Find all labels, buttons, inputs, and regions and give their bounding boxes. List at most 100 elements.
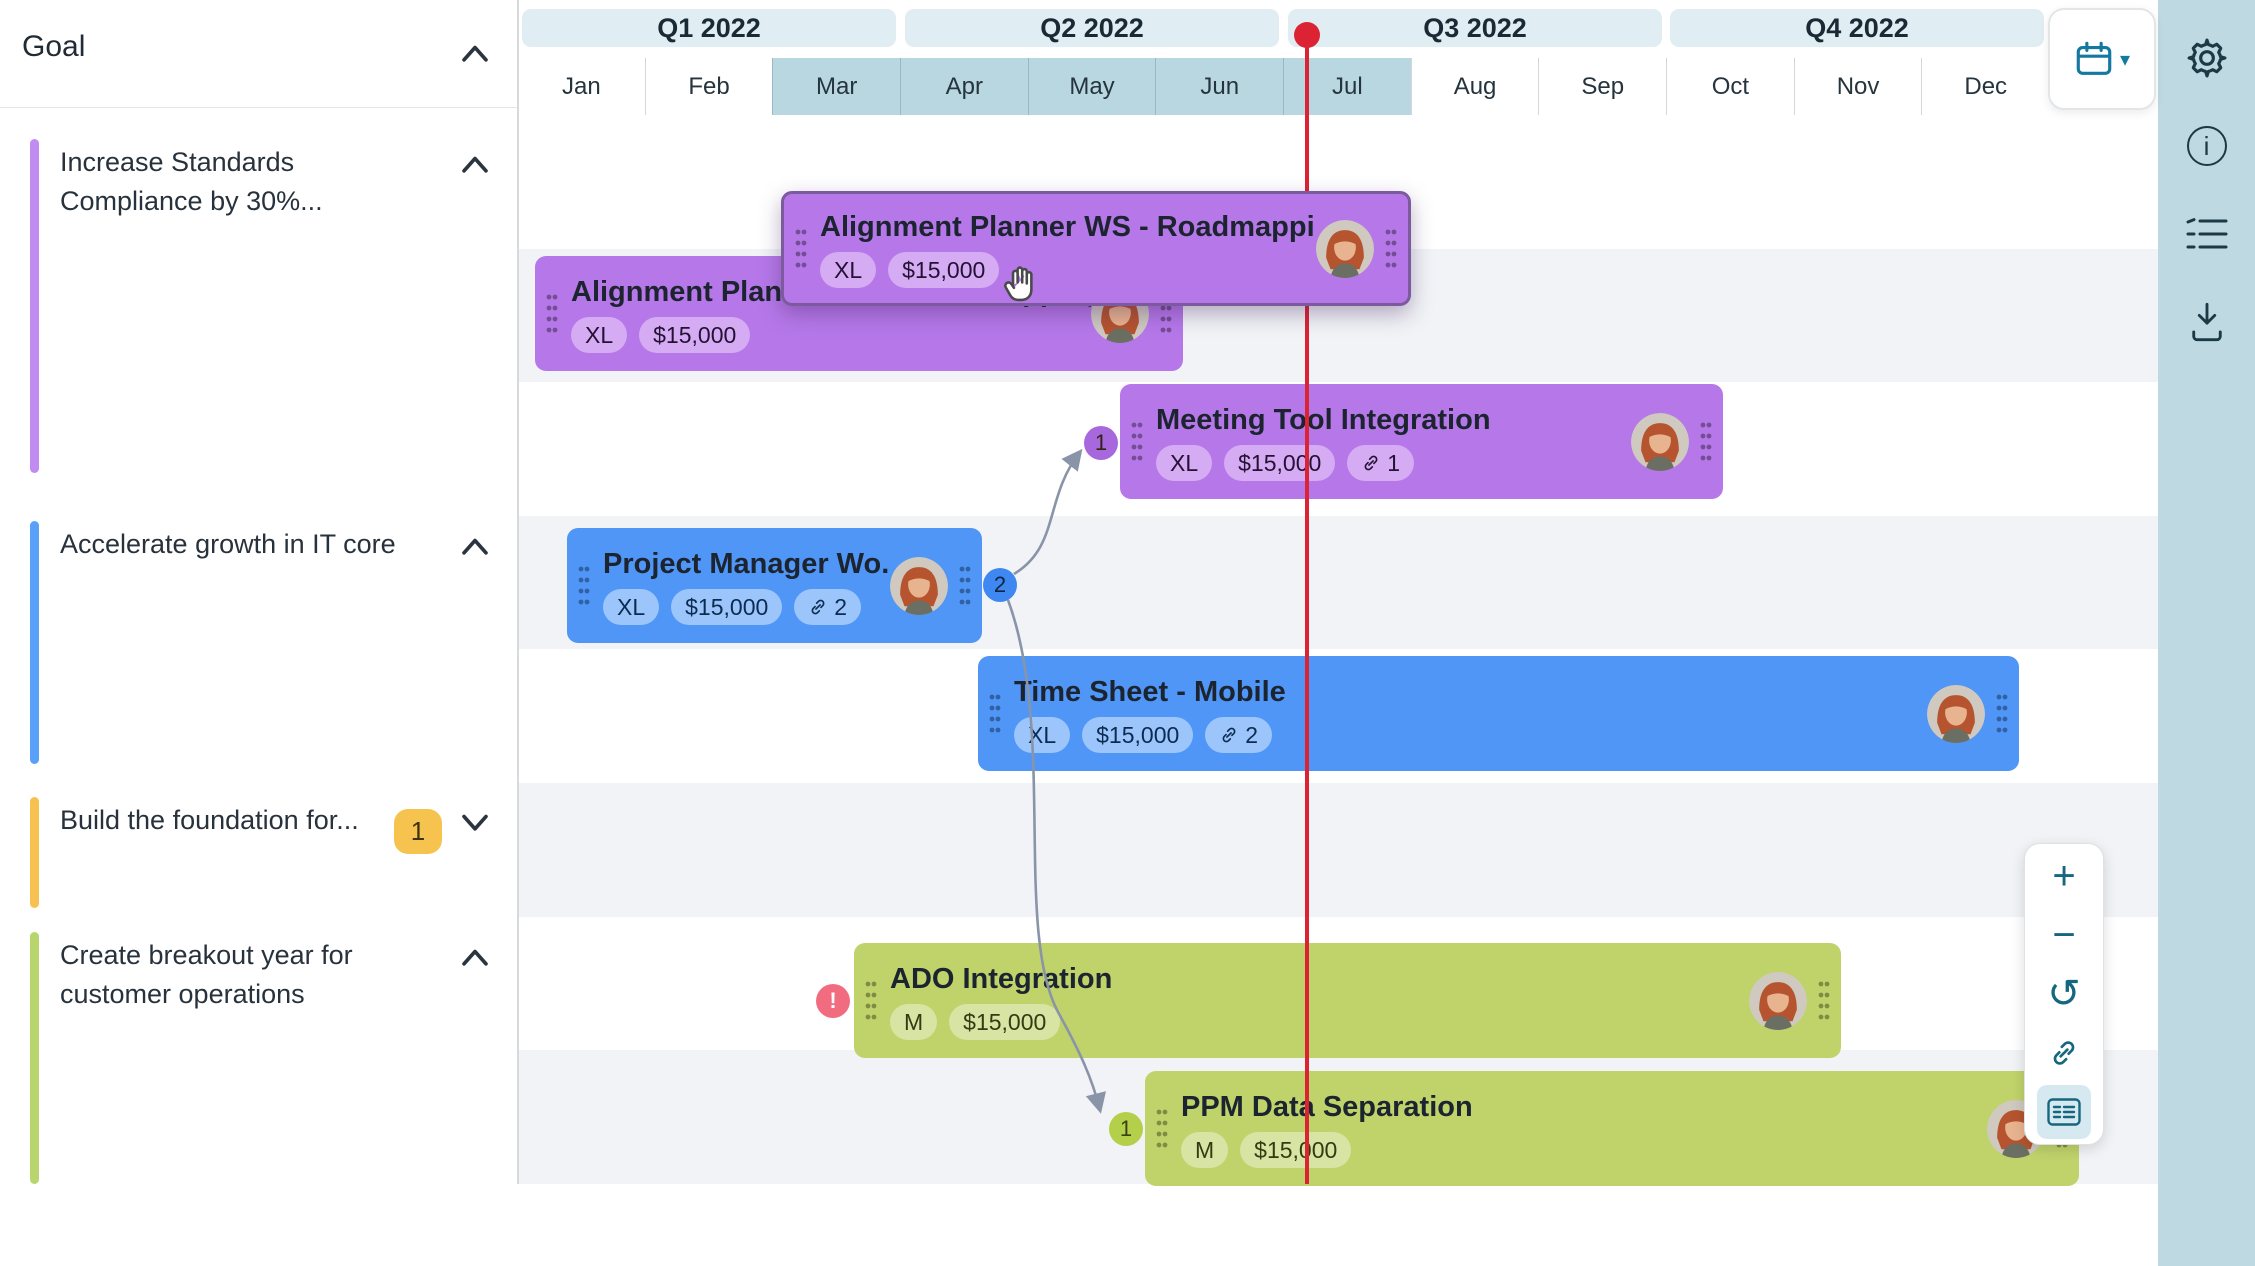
- goal-label: Increase Standards Compliance by 30%...: [60, 147, 323, 216]
- task-bar-project-manager[interactable]: Project Manager Wo. XL $15,000 2: [567, 528, 982, 643]
- dependency-marker[interactable]: 1: [1084, 426, 1118, 460]
- task-bar-content: Alignment Planner WS - Roadmapping XL $1…: [808, 209, 1316, 288]
- dependency-marker[interactable]: 1: [1109, 1112, 1143, 1146]
- cost-pill: $15,000: [1224, 445, 1336, 481]
- cost-pill: $15,000: [888, 252, 1000, 288]
- quarter-header-q2[interactable]: Q2 2022: [905, 9, 1279, 47]
- task-bar-alignment-planner-dragging[interactable]: Alignment Planner WS - Roadmapping XL $1…: [781, 191, 1411, 306]
- sidebar-divider: [517, 0, 519, 1184]
- cost-pill: $15,000: [949, 1004, 1061, 1040]
- drag-handle-icon[interactable]: [1995, 691, 2009, 737]
- size-pill: M: [1181, 1132, 1229, 1168]
- month-cell[interactable]: Jun: [1155, 58, 1284, 115]
- chevron-up-icon[interactable]: [458, 535, 492, 557]
- month-header-row: Jan Feb Mar Apr May Jun Jul Aug Sep Oct …: [518, 58, 2050, 115]
- size-pill: XL: [1014, 717, 1071, 753]
- cost-pill: $15,000: [1240, 1132, 1352, 1168]
- quarter-header-q1[interactable]: Q1 2022: [522, 9, 896, 47]
- size-pill: M: [890, 1004, 938, 1040]
- links-pill: 2: [1205, 717, 1273, 753]
- goal-color-bar: [30, 932, 39, 1184]
- legend-list-icon[interactable]: [2185, 212, 2229, 256]
- zoom-out-button[interactable]: −: [2052, 912, 2076, 957]
- right-icon-rail: i: [2158, 0, 2255, 1266]
- size-pill: XL: [1156, 445, 1213, 481]
- size-pill: XL: [820, 252, 877, 288]
- sidebar-title: Goal: [22, 30, 86, 63]
- goal-item-create-breakout-year[interactable]: Create breakout year for customer operat…: [0, 932, 518, 1184]
- cost-pill: $15,000: [1082, 717, 1194, 753]
- drag-handle-icon[interactable]: [1130, 419, 1144, 465]
- task-bar-ado-integration[interactable]: ADO Integration M $15,000: [854, 943, 1841, 1058]
- task-bar-content: PPM Data Separation M $15,000: [1169, 1089, 1987, 1168]
- grab-cursor-icon: [998, 262, 1042, 310]
- month-cell[interactable]: Feb: [644, 58, 773, 115]
- drag-handle-icon[interactable]: [1817, 978, 1831, 1024]
- alert-marker[interactable]: !: [816, 984, 850, 1018]
- drag-handle-icon[interactable]: [864, 978, 878, 1024]
- goal-item-increase-standards[interactable]: Increase Standards Compliance by 30%...: [0, 139, 518, 473]
- row-stripe: [518, 783, 2255, 917]
- month-cell[interactable]: Mar: [772, 58, 901, 115]
- month-cell[interactable]: Jan: [518, 58, 645, 115]
- dependency-marker[interactable]: 2: [983, 568, 1017, 602]
- task-title: Meeting Tool Integration: [1156, 404, 1491, 436]
- month-cell[interactable]: Oct: [1666, 58, 1794, 115]
- month-cell[interactable]: Apr: [900, 58, 1028, 115]
- drag-handle-icon[interactable]: [958, 563, 972, 609]
- task-title: PPM Data Separation: [1181, 1091, 1473, 1123]
- month-cell[interactable]: Sep: [1538, 58, 1667, 115]
- size-pill: XL: [571, 317, 628, 353]
- chevron-down-icon[interactable]: [458, 811, 492, 833]
- today-line: [1305, 24, 1309, 1184]
- goal-color-bar: [30, 139, 39, 473]
- month-cell[interactable]: Dec: [1921, 58, 2050, 115]
- assignee-avatar: [1927, 684, 1985, 743]
- goal-item-accelerate-growth[interactable]: Accelerate growth in IT core: [0, 521, 518, 764]
- goal-item-build-foundation[interactable]: Build the foundation for... 1: [0, 797, 518, 908]
- size-pill: XL: [603, 589, 660, 625]
- map-zoom-toolbar: + − ↺: [2024, 843, 2104, 1145]
- month-cell[interactable]: May: [1027, 58, 1156, 115]
- today-line-handle[interactable]: [1294, 22, 1320, 48]
- settings-gear-icon[interactable]: [2185, 36, 2229, 80]
- link-icon: [811, 599, 825, 615]
- links-pill: 1: [1347, 445, 1415, 481]
- zoom-in-button[interactable]: +: [2052, 853, 2076, 898]
- assignee-avatar: [890, 556, 948, 615]
- info-icon[interactable]: i: [2185, 124, 2229, 168]
- drag-handle-icon[interactable]: [545, 291, 559, 337]
- chevron-up-icon[interactable]: [458, 153, 492, 175]
- drag-handle-icon[interactable]: [1699, 419, 1713, 465]
- drag-handle-icon[interactable]: [577, 563, 591, 609]
- link-button[interactable]: [2037, 1026, 2091, 1080]
- chevron-up-icon[interactable]: [458, 946, 492, 968]
- goal-label: Create breakout year for customer operat…: [60, 940, 353, 1009]
- goal-color-bar: [30, 521, 39, 764]
- drag-handle-icon[interactable]: [794, 226, 808, 272]
- task-bar-content: Project Manager Wo. XL $15,000 2: [591, 546, 890, 625]
- item-details-button[interactable]: [2037, 1085, 2091, 1139]
- task-bar-ppm-data-separation[interactable]: PPM Data Separation M $15,000: [1145, 1071, 2079, 1186]
- timescale-calendar-button[interactable]: ▾: [2048, 8, 2156, 110]
- task-bar-content: Time Sheet - Mobile XL $15,000 2: [1002, 674, 1927, 753]
- goal-label: Accelerate growth in IT core: [60, 529, 396, 559]
- undo-button[interactable]: ↺: [2047, 972, 2081, 1016]
- drag-handle-icon[interactable]: [988, 691, 1002, 737]
- quarter-header-q4[interactable]: Q4 2022: [1670, 9, 2044, 47]
- task-title: Time Sheet - Mobile: [1014, 676, 1286, 708]
- drag-handle-icon[interactable]: [1155, 1106, 1169, 1152]
- task-bar-meeting-tool-integration[interactable]: Meeting Tool Integration XL $15,000 1: [1120, 384, 1723, 499]
- goal-label: Build the foundation for...: [60, 805, 359, 835]
- download-icon[interactable]: [2185, 300, 2229, 344]
- goal-sidebar-header: Goal: [0, 0, 518, 108]
- collapse-chevron-up-icon[interactable]: [458, 42, 492, 64]
- task-bar-content: ADO Integration M $15,000: [878, 961, 1749, 1040]
- drag-handle-icon[interactable]: [1384, 226, 1398, 272]
- month-cell[interactable]: Aug: [1410, 58, 1539, 115]
- task-bar-time-sheet-mobile[interactable]: Time Sheet - Mobile XL $15,000 2: [978, 656, 2019, 771]
- quarter-header-q3[interactable]: Q3 2022: [1288, 9, 1662, 47]
- month-cell[interactable]: Nov: [1793, 58, 1922, 115]
- month-cell[interactable]: Jul: [1283, 58, 1411, 115]
- goal-count-badge: 1: [394, 809, 442, 854]
